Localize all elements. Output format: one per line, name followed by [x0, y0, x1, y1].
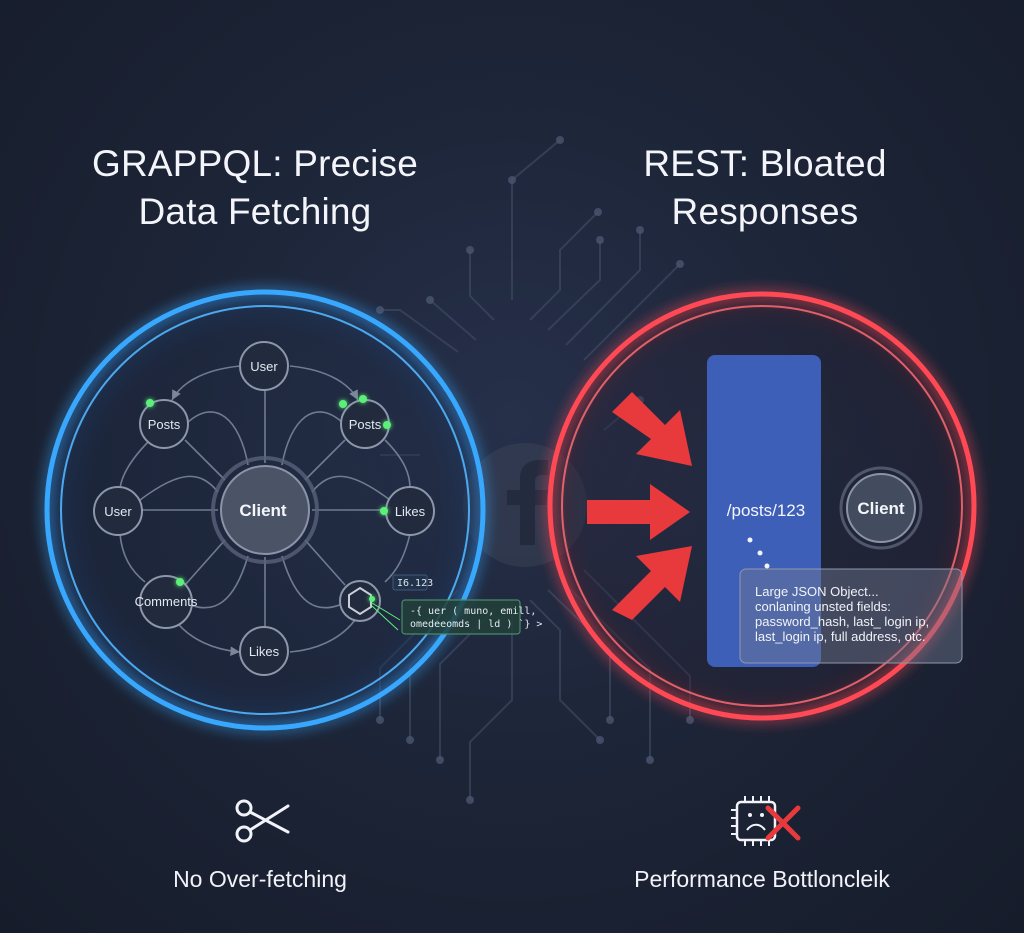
graphql-inner-ring: [60, 305, 470, 715]
loading-dots: [747, 537, 770, 569]
graphql-caption: No Over-fetching: [173, 866, 347, 892]
selected-field-dots: [146, 395, 391, 602]
rest-title: REST: Bloated Responses: [565, 140, 965, 236]
node-user-left: User: [93, 486, 143, 536]
query-line-2: omedeeomds | ld ) `} >: [410, 618, 542, 630]
rest-diagram: /posts/123 Client Large JSON Object... c…: [547, 291, 977, 721]
query-line-1: -{ uer ( muno, emill,: [410, 606, 536, 617]
node-likes-right: Likes: [385, 486, 435, 536]
request-arrows: [587, 392, 692, 620]
rest-client-node: [846, 473, 916, 543]
graphql-title: GRAPPQL: Precise Data Fetching: [55, 140, 455, 236]
json-object-box: [739, 568, 963, 664]
arrow-middle: [587, 484, 690, 540]
node-likes-bottom: Likes: [239, 626, 289, 676]
json-line-4: last_login ip, full address, otc.: [755, 629, 926, 644]
node-user-left-label: User: [104, 504, 132, 519]
node-user-top: User: [239, 341, 289, 391]
server-response-block: [707, 355, 821, 667]
graphql-logo-icon: [348, 586, 372, 616]
rest-client-label: Client: [857, 499, 905, 518]
node-likes-bottom-label: Likes: [249, 644, 280, 659]
node-posts-left-label: Posts: [148, 417, 181, 432]
endpoint-label: /posts/123: [727, 501, 805, 520]
json-line-2: conlaning unsted fields:: [755, 599, 891, 614]
arrow-top: [612, 392, 692, 466]
query-tag: I6.123: [397, 578, 433, 589]
json-line-3: password_hash, last_ login ip,: [755, 614, 929, 629]
graphql-title-line-1: GRAPPQL: Precise: [91, 143, 419, 184]
graphql-client-node: [220, 465, 310, 555]
node-posts-right: Posts: [340, 399, 390, 449]
chip-with-x-icon: [731, 796, 801, 846]
node-likes-right-label: Likes: [395, 504, 426, 519]
rest-inner-ring: [561, 305, 963, 707]
rest-title-line-1: REST: Bloated: [643, 143, 887, 184]
rest-caption: Performance Bottloncleik: [634, 866, 890, 892]
node-user-top-label: User: [250, 359, 278, 374]
node-posts-left: Posts: [139, 399, 189, 449]
graphql-client-label: Client: [239, 501, 287, 520]
query-snippet: I6.123 -{ uer ( muno, emill, omedeeomds …: [371, 574, 542, 635]
arrow-bottom: [612, 546, 692, 620]
query-box: [401, 599, 521, 635]
node-comments: Comments: [135, 575, 198, 629]
rest-title-line-2: Responses: [671, 191, 859, 232]
scissors-icon: [235, 799, 290, 843]
graphql-title-line-2: Data Fetching: [138, 191, 372, 232]
graphql-logo-node: [339, 580, 381, 622]
graphql-diagram: Client User Posts Posts User Likes Comme…: [44, 289, 542, 731]
rest-outer-ring: [547, 291, 977, 721]
node-posts-right-label: Posts: [349, 417, 382, 432]
json-line-1: Large JSON Object...: [755, 584, 879, 599]
graphql-outer-ring: [44, 289, 486, 731]
node-comments-label: Comments: [135, 594, 198, 609]
